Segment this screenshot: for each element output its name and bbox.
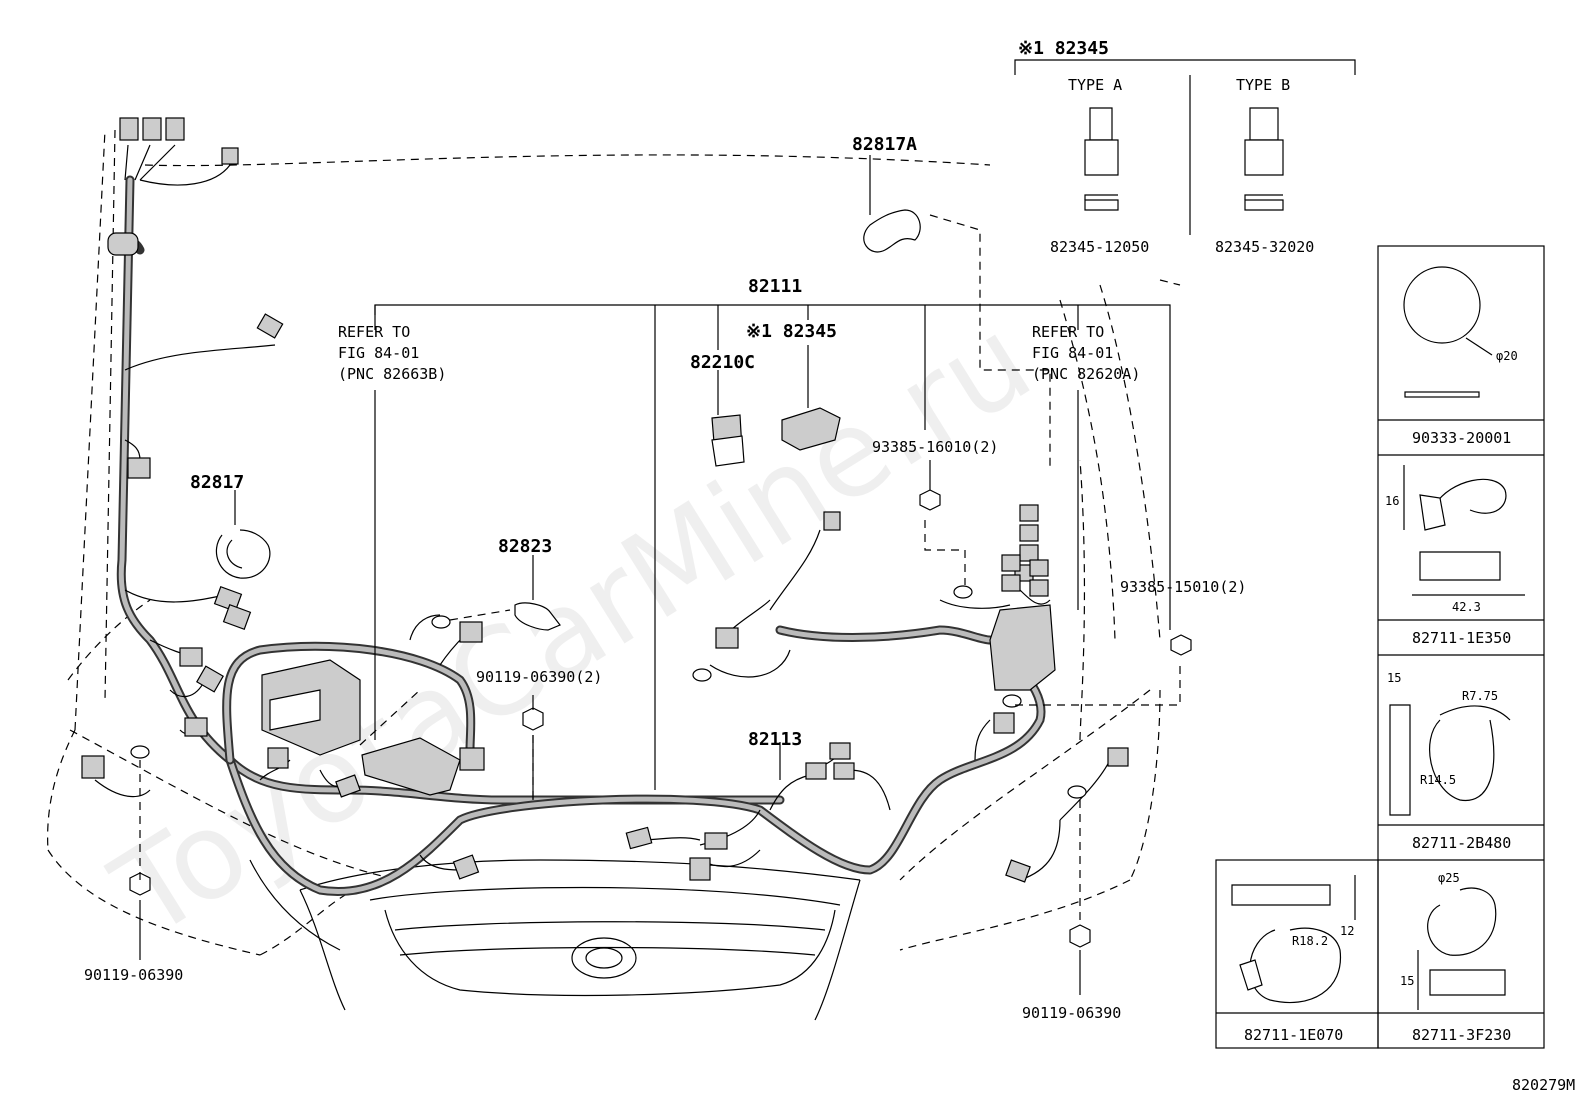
watermark: ToyotaCarMine.ru [91,291,1055,965]
dim-a-box4: 12 [1340,924,1354,938]
label-refer-right-1: REFER TO [1032,323,1104,341]
label-refer-right-2: FIG 84-01 [1032,344,1113,362]
label-type-a: TYPE A [1068,76,1122,94]
label-82345-mid: ※1 82345 [746,321,837,342]
label-refer-left-3: (PNC 82663B) [338,365,446,383]
front-bumper [249,859,861,1021]
label-82345-32020: 82345-32020 [1215,238,1314,256]
part-82711-1e350: 82711-1E350 [1412,629,1511,647]
connectors [81,117,1192,948]
car-body-outline [47,129,1161,956]
label-82823: 82823 [498,536,552,557]
label-type-b: TYPE B [1236,76,1290,94]
dim-b-box4: R18.2 [1292,934,1328,948]
label-90119-06390-right: 90119-06390 [1022,1004,1121,1022]
dim-a-box3: 15 [1387,671,1401,685]
label-refer-left-1: REFER TO [338,323,410,341]
label-90119-06390-2: 90119-06390(2) [476,668,602,686]
label-90119-06390-left: 90119-06390 [84,966,183,984]
type-a-b-parts [1084,107,1284,211]
detail-82711-1e070: 12 R18.2 82711-1E070 [1231,875,1356,1044]
label-93385-15010: 93385-15010(2) [1120,578,1246,596]
label-82113: 82113 [748,729,802,750]
label-82210c: 82210C [690,352,755,373]
dim-a-box2: 16 [1385,494,1399,508]
dim-b-box2: 42.3 [1452,600,1481,614]
label-82111: 82111 [748,276,802,297]
callout-labels: ※1 82345 TYPE A TYPE B 82345-12050 82345… [84,38,1314,1022]
detail-82711-3f230: φ25 15 82711-3F230 [1400,871,1511,1044]
part-82711-3f230: 82711-3F230 [1412,1026,1511,1044]
part-90333-20001: 90333-20001 [1412,429,1511,447]
dim-box1: φ20 [1496,349,1518,363]
diagram-id: 820279M [1512,1076,1575,1094]
detail-82711-2b480: 15 R7.75 R14.5 82711-2B480 [1387,671,1511,852]
label-refer-left-2: FIG 84-01 [338,344,419,362]
dim-b-box3: R7.75 [1462,689,1498,703]
label-82345-12050: 82345-12050 [1050,238,1149,256]
detail-panel: φ20 90333-20001 16 42.3 82711-1E350 15 R… [1215,245,1545,1049]
label-82345-top: ※1 82345 [1018,38,1109,59]
part-82711-2b480: 82711-2B480 [1412,834,1511,852]
label-82817: 82817 [190,472,244,493]
dim-a-box5: φ25 [1438,871,1460,885]
label-82817a: 82817A [852,134,917,155]
label-93385-16010: 93385-16010(2) [872,438,998,456]
part-82711-1e070: 82711-1E070 [1244,1026,1343,1044]
dim-c-box3: R14.5 [1420,773,1456,787]
leader-lines [139,59,1356,995]
detail-90333-20001: φ20 90333-20001 [1403,266,1518,447]
label-refer-right-3: (PNC 82620A) [1032,365,1140,383]
detail-82711-1e350: 16 42.3 82711-1E350 [1385,465,1525,647]
dim-b-box5: 15 [1400,974,1414,988]
